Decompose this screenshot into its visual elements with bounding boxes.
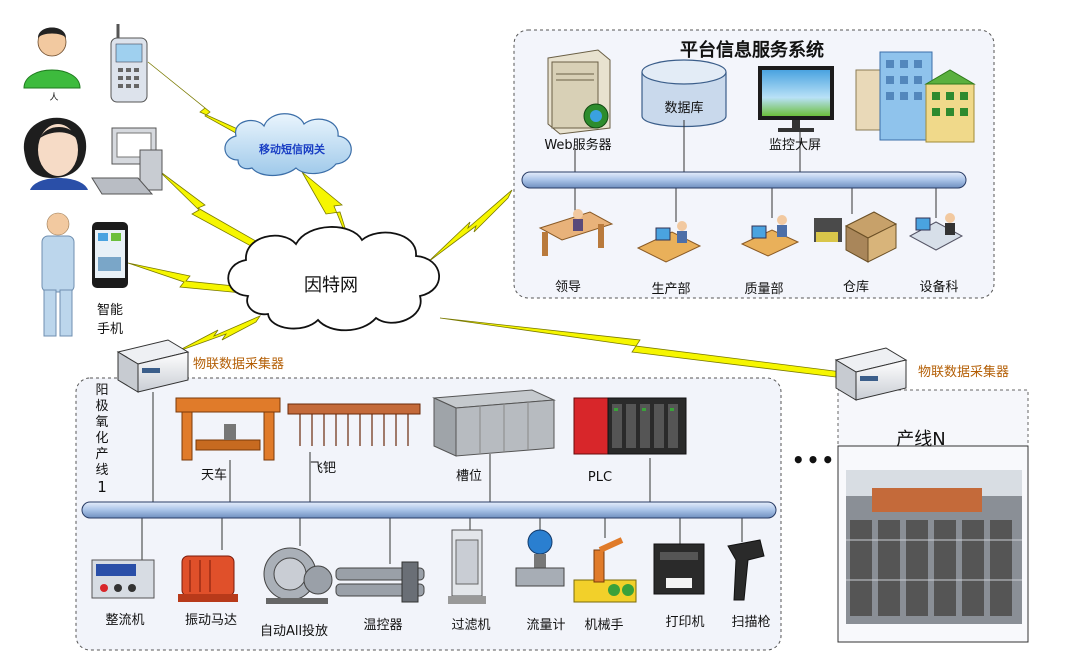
monitor-screen-icon — [758, 66, 834, 132]
line1-label-char: 线 — [95, 463, 109, 478]
crane-icon — [175, 397, 281, 461]
database-icon — [641, 59, 727, 128]
flow-meter-icon — [515, 529, 565, 587]
sms-gateway-cloud — [224, 113, 352, 177]
buildings-icon — [855, 51, 976, 143]
dept-label-warehouse: 仓库 — [842, 280, 870, 295]
equipment-dept-icon — [908, 213, 964, 251]
internet-cloud — [227, 226, 440, 332]
plc-icon — [573, 397, 687, 455]
tank-slot-icon — [432, 389, 556, 457]
device-label-scanner: 扫描枪 — [731, 615, 771, 630]
line1-label-char: 氧 — [95, 415, 109, 430]
line1-vertical-label: 阳 极 氧 化 产 线 1 — [95, 383, 109, 495]
desktop-pc-icon — [91, 127, 163, 195]
left-collector-label: 物联数据采集器 — [193, 357, 285, 372]
device-label-robot-arm: 机械手 — [584, 618, 624, 633]
lightning-smartphone-internet — [127, 262, 245, 294]
platform-connectors — [574, 120, 937, 222]
smartphone-label-line2: 手机 — [97, 322, 124, 337]
lineN-factory-photo — [846, 470, 1022, 624]
device-label-printer: 打印机 — [665, 615, 705, 630]
line1-label-char: 化 — [95, 431, 109, 446]
printer-icon — [653, 543, 705, 595]
device-label-rectifier: 整流机 — [105, 613, 145, 628]
dept-label-leader: 领导 — [554, 280, 582, 295]
vibration-motor-icon — [178, 555, 238, 602]
platform-bus — [521, 171, 967, 189]
server-label-web: Web服务器 — [544, 138, 612, 153]
line1-label-char: 产 — [95, 447, 109, 462]
robot-arm-icon — [573, 537, 637, 603]
dept-label-production: 生产部 — [651, 282, 691, 297]
dept-label-equipment: 设备科 — [919, 280, 959, 295]
person-icon — [23, 27, 81, 89]
temperature-controller-icon — [335, 561, 425, 603]
device-label-flow-meter: 流量计 — [526, 618, 566, 633]
device-label-flying-bar: 飞钯 — [309, 461, 337, 476]
platform-title: 平台信息服务系统 — [680, 40, 824, 61]
auto-feeder-blower-icon — [263, 547, 333, 604]
lineN-panel — [837, 389, 1029, 447]
device-label-plc: PLC — [587, 470, 613, 485]
dept-label-quality: 质量部 — [744, 282, 784, 297]
woman-user-icon — [23, 117, 88, 190]
filter-icon — [448, 529, 486, 604]
leader-desk-icon — [538, 209, 614, 256]
lightning-internet-lineN — [439, 317, 859, 380]
person-label: 人 — [49, 93, 59, 103]
quality-dept-icon — [740, 215, 800, 257]
server-label-database: 数据库 — [664, 101, 704, 116]
device-label-vibration-motor: 振动马达 — [184, 613, 238, 628]
smartphone-label-line1: 智能 — [97, 303, 124, 318]
lightning-collector-internet — [175, 315, 262, 353]
device-label-crane: 天车 — [200, 468, 228, 483]
line1-label-char: 阳 — [95, 383, 109, 398]
line1-label-char: 1 — [97, 478, 107, 496]
line1-bus — [81, 501, 777, 519]
flying-bar-icon — [287, 403, 421, 446]
lineN-title: 产线N — [896, 429, 946, 450]
standing-man-icon — [41, 212, 75, 337]
smartphone-icon — [92, 222, 128, 288]
line1-connectors — [141, 392, 743, 564]
internet-label: 因特网 — [304, 275, 358, 296]
device-label-auto-feeder: 自动All投放 — [259, 624, 329, 639]
device-label-temp-controller: 温控器 — [363, 618, 403, 633]
scanner-gun-icon — [727, 539, 765, 601]
right-collector-label: 物联数据采集器 — [918, 365, 1010, 380]
production-dept-icon — [636, 221, 702, 263]
server-label-monitor: 监控大屏 — [768, 138, 822, 153]
warehouse-icon — [814, 211, 898, 263]
left-collector-device — [116, 339, 190, 393]
line1-label-char: 极 — [95, 399, 109, 414]
device-label-tank: 槽位 — [455, 469, 483, 484]
lightning-pc-internet — [157, 169, 269, 253]
rectifier-icon — [91, 559, 155, 599]
lightning-internet-platform — [427, 189, 513, 263]
web-server-icon — [547, 49, 611, 135]
right-collector-device — [834, 347, 908, 401]
mobile-phone-icon — [110, 24, 148, 103]
device-label-filter: 过滤机 — [451, 618, 491, 633]
ellipsis-more-lines: ••• — [791, 448, 837, 472]
sms-gateway-label: 移动短信网关 — [259, 143, 325, 156]
